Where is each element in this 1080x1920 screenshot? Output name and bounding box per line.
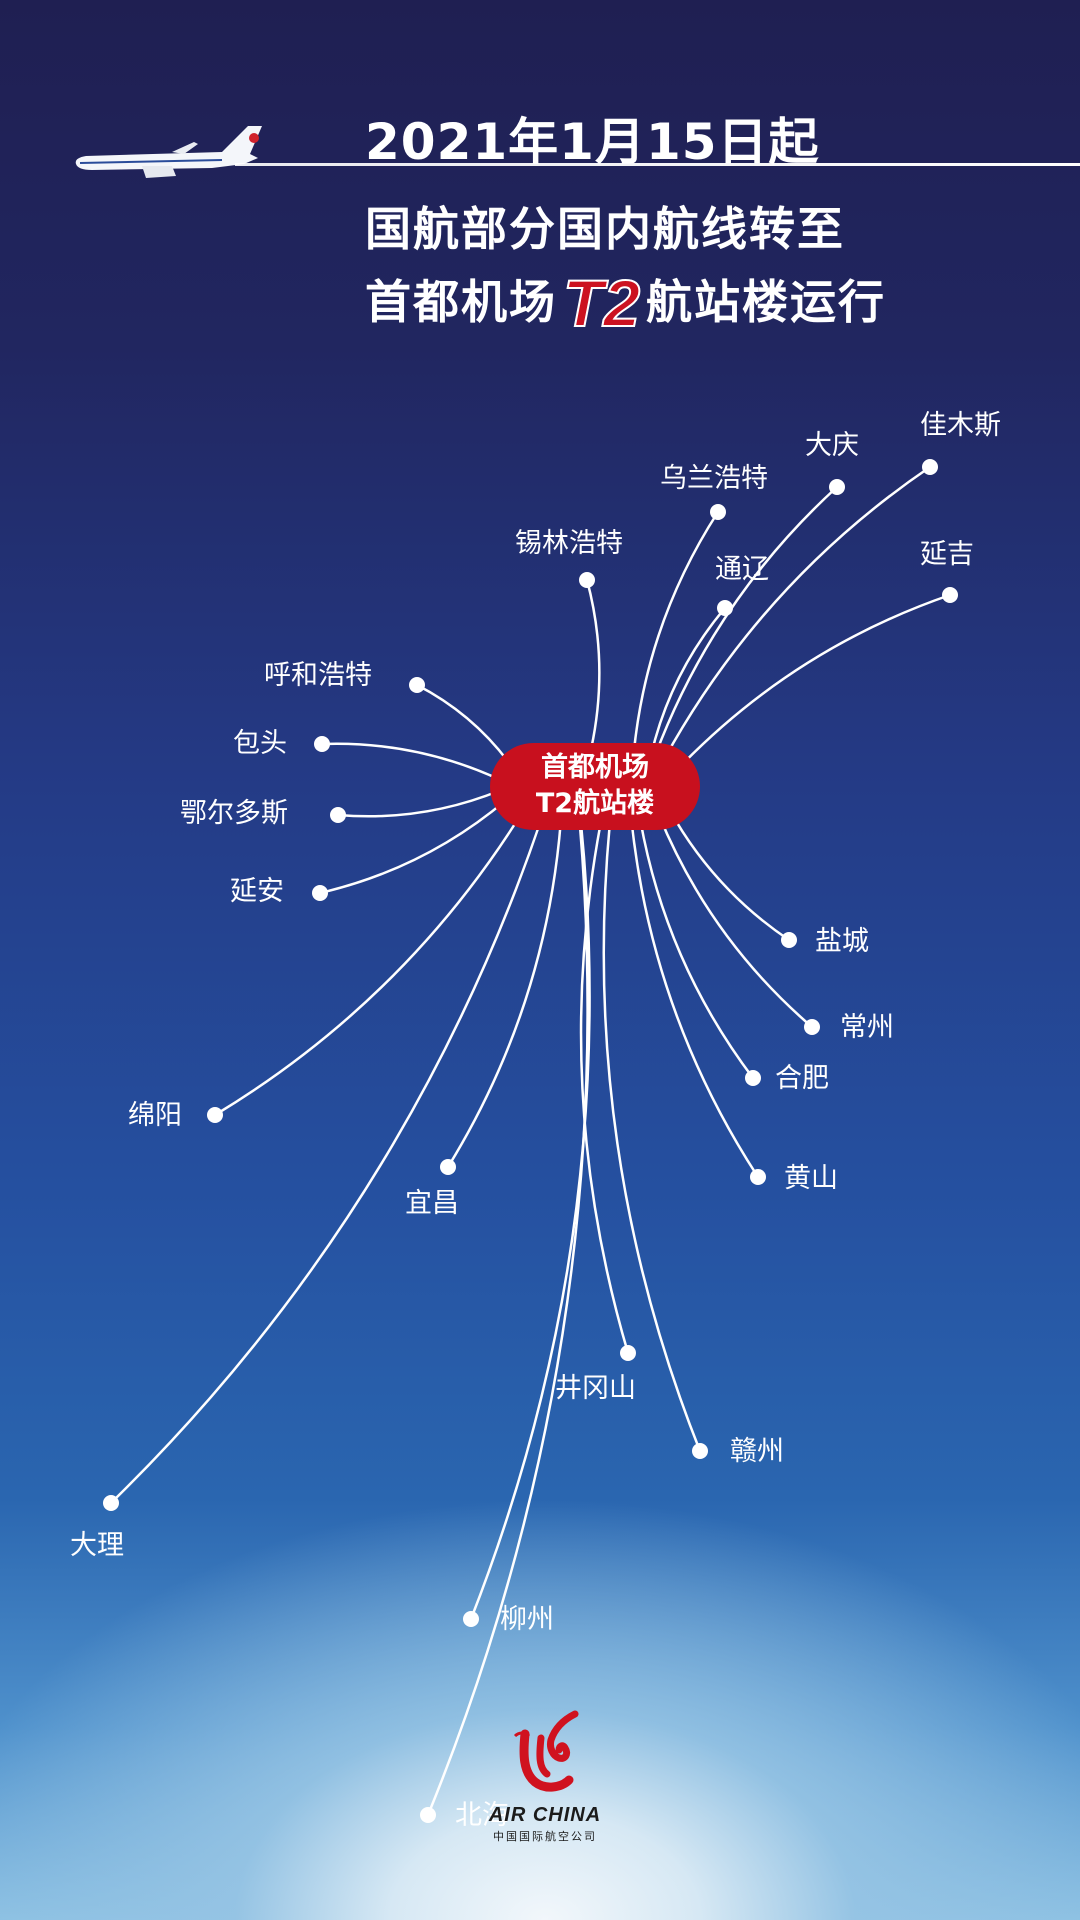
city-label: 延安 [230, 876, 284, 907]
city-dot [463, 1611, 479, 1627]
city-label: 大庆 [805, 430, 859, 461]
city-label: 柳州 [500, 1604, 554, 1635]
city-dot [440, 1159, 456, 1175]
route-line [585, 579, 601, 749]
city-dot [750, 1169, 766, 1185]
city-label: 大理 [70, 1530, 124, 1561]
city-dot [710, 504, 726, 520]
city-dot [330, 807, 346, 823]
route-line [579, 823, 630, 1354]
route-line [214, 810, 525, 1117]
city-dot [781, 932, 797, 948]
city-label: 黄山 [784, 1163, 838, 1194]
route-line [649, 607, 726, 756]
city-dot [620, 1345, 636, 1361]
city-label: 呼和浩特 [264, 660, 372, 691]
city-dot [312, 885, 328, 901]
route-line [319, 798, 508, 895]
route-line [657, 813, 813, 1028]
city-label: 赣州 [730, 1436, 784, 1467]
city-dot [579, 572, 595, 588]
route-line [638, 819, 754, 1079]
city-dot [692, 1443, 708, 1459]
route-line [668, 809, 790, 942]
hub-line-2: T2航站楼 [535, 788, 655, 819]
city-label: 佳木斯 [920, 410, 1001, 441]
route-line [426, 823, 589, 1816]
city-dot [314, 736, 330, 752]
route-line [602, 823, 702, 1452]
route-line [321, 742, 502, 782]
brand-name-cn: 中国国际航空公司 [493, 1830, 597, 1843]
headline-prefix: 首都机场 [365, 275, 557, 329]
city-dot [804, 1019, 820, 1035]
route-line [662, 465, 931, 761]
headline-line-1: 国航部分国内航线转至 [365, 202, 845, 256]
effective-date: 2021年1月15日起 [365, 113, 820, 171]
city-label: 盐城 [815, 926, 869, 957]
city-dot [829, 479, 845, 495]
hub-capital-airport-t2: 首都机场 T2航站楼 [490, 743, 700, 830]
city-dot [942, 587, 958, 603]
phoenix-logo-icon [513, 1710, 579, 1792]
city-label: 鄂尔多斯 [180, 798, 288, 829]
city-label: 延吉 [920, 539, 974, 570]
hub-line-1: 首都机场 [541, 752, 649, 783]
airplane-icon [75, 126, 262, 178]
city-label: 常州 [840, 1012, 894, 1043]
headline-suffix: 航站楼运行 [646, 275, 887, 329]
route-line [446, 821, 563, 1168]
city-label: 乌兰浩特 [660, 463, 768, 494]
city-dot [745, 1070, 761, 1086]
route-line [110, 817, 544, 1504]
route-line [653, 486, 838, 757]
route-line [677, 593, 951, 769]
city-label: 包头 [233, 728, 287, 759]
city-label: 通辽 [715, 554, 769, 585]
city-dot [922, 459, 938, 475]
route-line [632, 511, 720, 752]
route-line [469, 823, 591, 1620]
city-dot [103, 1495, 119, 1511]
terminal-t2-highlight: T2 [562, 265, 641, 341]
city-label: 宜昌 [405, 1188, 459, 1219]
city-dot [409, 677, 425, 693]
flight-trail-line [235, 163, 1080, 166]
city-dot [207, 1107, 223, 1123]
city-label: 绵阳 [128, 1100, 182, 1131]
city-dot [420, 1807, 436, 1823]
city-label: 井冈山 [555, 1373, 636, 1404]
air-china-logo: AIR CHINA 中国国际航空公司 [470, 1710, 620, 1860]
brand-name: AIR CHINA [488, 1804, 602, 1826]
city-label: 锡林浩特 [515, 528, 623, 559]
route-line [337, 789, 502, 818]
city-label: 合肥 [775, 1063, 829, 1094]
route-line [630, 820, 760, 1178]
city-label: 北海 [455, 1800, 509, 1831]
